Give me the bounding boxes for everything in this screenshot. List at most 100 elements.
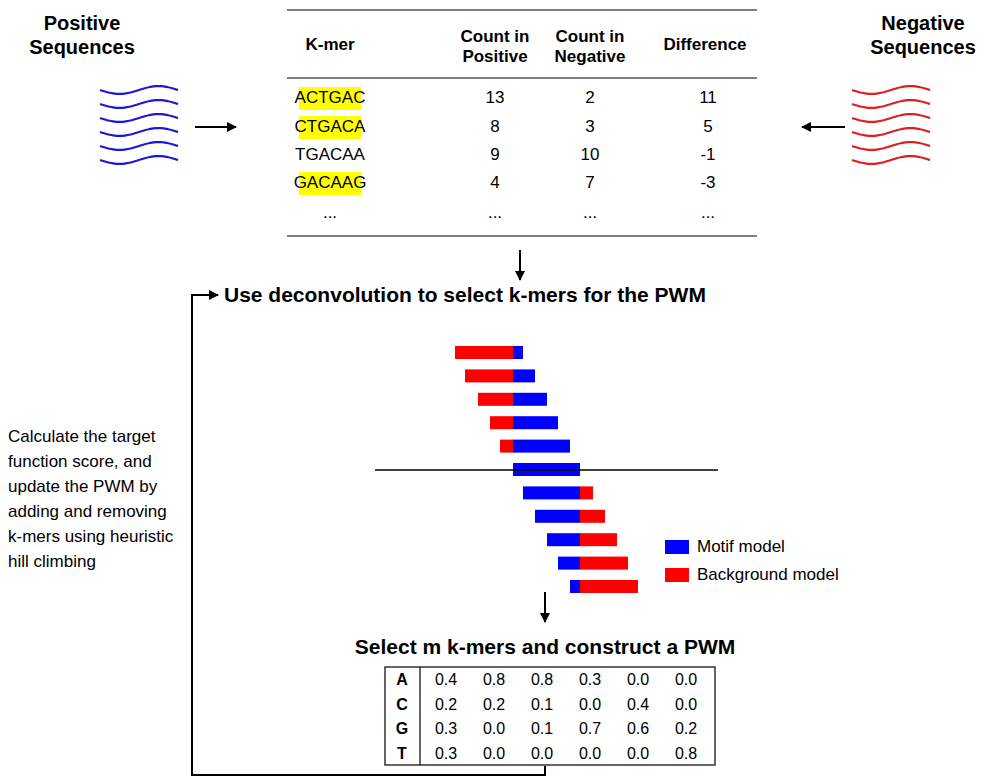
- flow-arrow: [519, 250, 521, 280]
- sequence-wave: [100, 156, 178, 164]
- alignment-axis: [375, 469, 718, 471]
- column-header: K-mer: [305, 35, 354, 55]
- table-rule: [287, 9, 757, 10]
- legend-swatch: [665, 568, 689, 582]
- sequence-wave: [852, 114, 930, 122]
- pwm-cell: 0.2: [483, 695, 505, 714]
- pwm-cell: 0.8: [483, 670, 505, 689]
- motif-bar: [513, 346, 523, 359]
- background-bar: [580, 580, 638, 593]
- count-cell: 3: [585, 117, 594, 137]
- sequence-wave: [852, 142, 930, 150]
- pwm-cell: 0.6: [627, 719, 649, 738]
- pwm-cell: 0.0: [627, 670, 649, 689]
- count-cell: 5: [703, 117, 712, 137]
- pwm-cell: 0.0: [579, 695, 601, 714]
- count-cell: -1: [700, 145, 715, 165]
- table-rule: [287, 77, 757, 78]
- background-bar: [478, 393, 513, 406]
- kmer-cell: CTGACA: [295, 117, 366, 137]
- flow-arrow: [195, 126, 236, 128]
- legend-text: Motif model: [697, 537, 785, 557]
- kmer-cell: GACAAG: [294, 173, 367, 193]
- count-cell: ...: [488, 203, 502, 223]
- background-bar: [465, 369, 513, 382]
- pwm-row-label: A: [396, 670, 408, 689]
- loop-note: Calculate the target function score, and…: [8, 424, 180, 574]
- column-header: Count in Positive: [445, 27, 545, 68]
- pwm-cell: 0.1: [531, 719, 553, 738]
- kmer-cell: ACTGAC: [295, 88, 366, 108]
- pwm-cell: 0.0: [675, 695, 697, 714]
- sequence-wave: [852, 128, 930, 136]
- count-cell: -3: [700, 173, 715, 193]
- sequence-wave: [852, 156, 930, 164]
- count-cell: 7: [585, 173, 594, 193]
- pwm-cell: 0.3: [435, 744, 457, 763]
- pwm-cell: 0.3: [435, 719, 457, 738]
- pwm-cell: 0.4: [627, 695, 649, 714]
- motif-bar: [558, 557, 580, 570]
- background-bar: [500, 440, 513, 453]
- motif-bar: [570, 580, 580, 593]
- motif-bar: [547, 533, 580, 546]
- column-header: Count in Negative: [540, 27, 640, 68]
- pwm-cell: 0.0: [531, 744, 553, 763]
- count-cell: 2: [585, 88, 594, 108]
- pwm-cell: 0.1: [531, 695, 553, 714]
- pwm-cell: 0.4: [435, 670, 457, 689]
- motif-bar: [535, 510, 580, 523]
- pwm-cell: 0.0: [627, 744, 649, 763]
- feedback-loop: [192, 295, 545, 775]
- table-rule: [287, 235, 757, 236]
- pwm-row-label: T: [397, 744, 407, 763]
- count-cell: 4: [490, 173, 499, 193]
- sequence-wave: [100, 128, 178, 136]
- pwm-cell: 0.0: [579, 744, 601, 763]
- count-cell: 13: [486, 88, 505, 108]
- pwm-cell: 0.2: [675, 719, 697, 738]
- motif-bar: [513, 440, 570, 453]
- motif-bar: [513, 369, 535, 382]
- background-bar: [580, 557, 628, 570]
- panel-heading: Negative Sequences: [853, 11, 993, 59]
- pwm-cell: 0.0: [483, 744, 505, 763]
- pwm-row-label: G: [396, 719, 408, 738]
- background-bar: [580, 533, 617, 546]
- legend-swatch: [665, 540, 689, 554]
- table-rules: [287, 10, 757, 236]
- kmer-cell: TGACAA: [295, 145, 365, 165]
- sequence-waves: [100, 86, 930, 164]
- pwm-cell: 0.2: [435, 695, 457, 714]
- motif-bar: [513, 416, 558, 429]
- count-cell: 11: [699, 88, 717, 108]
- pwm-cell: 0.0: [483, 719, 505, 738]
- background-bar: [580, 486, 593, 499]
- count-cell: 10: [581, 145, 600, 165]
- sequence-wave: [852, 100, 930, 108]
- kmer-cell: ...: [323, 203, 337, 223]
- sequence-wave: [100, 142, 178, 150]
- pwm-cell: 0.0: [675, 670, 697, 689]
- column-header: Difference: [663, 35, 746, 55]
- motif-bar: [513, 393, 547, 406]
- pwm-cell: 0.7: [579, 719, 601, 738]
- sequence-wave: [100, 114, 178, 122]
- background-bar: [580, 510, 605, 523]
- legend-text: Background model: [697, 565, 839, 585]
- flow-arrows: [192, 127, 845, 775]
- sequence-wave: [852, 86, 930, 94]
- count-cell: 8: [490, 117, 499, 137]
- pwm-row-label: C: [396, 695, 408, 714]
- count-cell: 9: [490, 145, 499, 165]
- panel-heading: Positive Sequences: [12, 11, 152, 59]
- count-cell: ...: [583, 203, 597, 223]
- pwm-divider: [419, 667, 420, 765]
- background-bar: [490, 416, 513, 429]
- step-heading: Use deconvolution to select k-mers for t…: [224, 282, 706, 307]
- pwm-cell: 0.8: [531, 670, 553, 689]
- pwm-cell: 0.3: [579, 670, 601, 689]
- count-cell: ...: [701, 203, 715, 223]
- step-heading: Select m k-mers and construct a PWM: [355, 634, 735, 659]
